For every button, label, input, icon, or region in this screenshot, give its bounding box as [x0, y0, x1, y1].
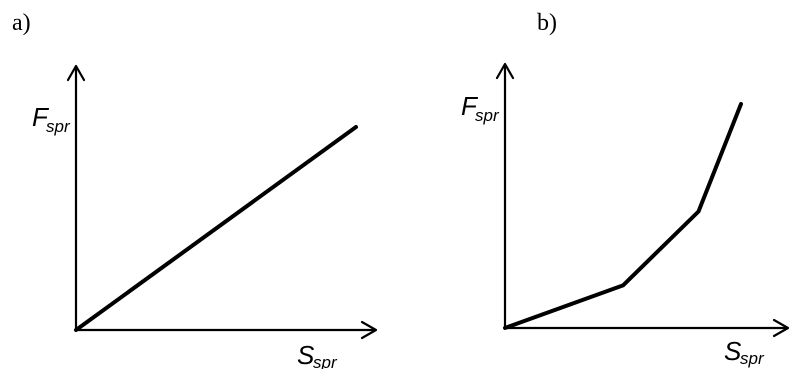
- panel-a-y-axis-label: F spr: [32, 102, 71, 136]
- panel-b-x-axis-label-main: S: [724, 336, 742, 366]
- panel-a-series-line: [74, 125, 358, 332]
- panel-b: b) F spr S spr: [461, 10, 790, 368]
- panel-b-x-axis-label: S spr: [724, 336, 765, 368]
- panel-b-y-axis-label-main: F: [461, 91, 479, 121]
- panel-b-series-line: [503, 102, 743, 330]
- panel-a-x-axis-arrow-icon: [360, 320, 378, 340]
- panel-b-x-axis-arrow-icon: [772, 318, 790, 338]
- panel-b-y-axis-label-sub: spr: [475, 106, 500, 125]
- panel-a-y-axis-label-sub: spr: [46, 117, 71, 136]
- panel-a-x-axis-label: S spr: [297, 340, 338, 369]
- panel-b-y-axis-arrow-icon: [495, 62, 515, 80]
- panel-a-y-axis-label-main: F: [32, 102, 50, 132]
- panel-a-x-axis-label-main: S: [297, 340, 315, 369]
- panel-b-y-axis-label: F spr: [461, 91, 500, 125]
- panel-a-letter: a): [12, 10, 31, 36]
- panel-a: a) F spr S spr: [12, 10, 378, 369]
- panel-b-letter: b): [537, 10, 557, 36]
- panel-b-x-axis-label-sub: spr: [740, 349, 765, 368]
- panel-a-x-axis-label-sub: spr: [313, 353, 338, 369]
- panel-a-y-axis-arrow-icon: [66, 64, 86, 82]
